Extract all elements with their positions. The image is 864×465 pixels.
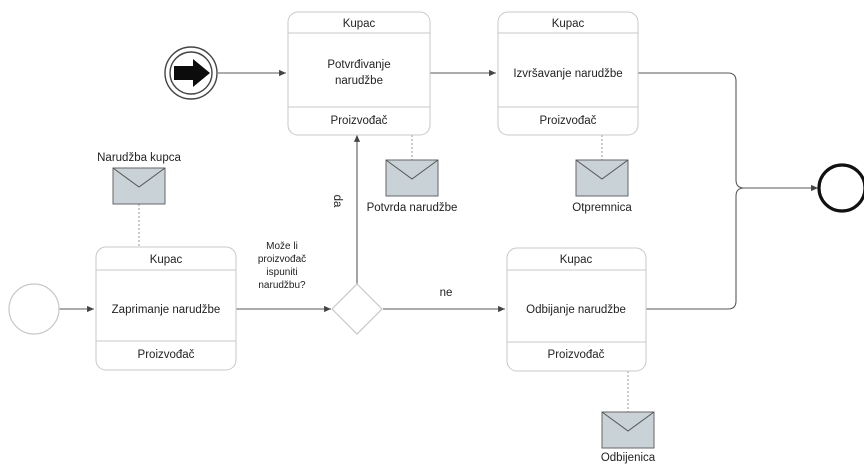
end-event[interactable] bbox=[817, 163, 864, 213]
exclusive-gateway[interactable] bbox=[331, 283, 383, 335]
message-otpremnica-label: Otpremnica bbox=[572, 202, 632, 214]
task-potvrdivanje-participant-top: Kupac bbox=[343, 18, 376, 30]
no-label: ne bbox=[440, 287, 453, 299]
gateway-question-line-3: ispuniti bbox=[266, 267, 297, 278]
envelope-icon bbox=[385, 159, 439, 197]
flow-odbijanje-to-end bbox=[646, 187, 745, 310]
gateway-question-line-4: narudžbu? bbox=[258, 280, 306, 291]
gateway-question-line-1: Može li bbox=[266, 241, 298, 252]
task-zaprimanje-participant-bottom: Proizvođač bbox=[138, 349, 195, 361]
message-narudzba-kupca[interactable]: Narudžba kupca bbox=[97, 152, 181, 205]
arrow-right-icon bbox=[174, 59, 210, 87]
task-potvrdivanje[interactable]: Kupac Potvrđivanje narudžbe Proizvođač bbox=[287, 11, 431, 136]
task-potvrdivanje-name-line-1: Potvrđivanje bbox=[327, 59, 390, 71]
task-zaprimanje-participant-top: Kupac bbox=[150, 254, 183, 266]
envelope-icon bbox=[601, 411, 655, 449]
intermediate-event[interactable] bbox=[164, 46, 218, 100]
gateway-question-line-2: proizvođač bbox=[258, 254, 306, 265]
task-izvrsavanje-name: Izvršavanje narudžbe bbox=[513, 68, 622, 80]
message-potvrda-narudzbe[interactable]: Potvrda narudžbe bbox=[367, 159, 458, 214]
task-izvrsavanje-participant-top: Kupac bbox=[552, 18, 585, 30]
flow-izvrsavanje-to-end bbox=[638, 72, 818, 192]
message-otpremnica[interactable]: Otpremnica bbox=[572, 159, 632, 214]
task-odbijanje-participant-top: Kupac bbox=[560, 254, 593, 266]
task-odbijanje-name: Odbijanje narudžbe bbox=[526, 304, 626, 316]
envelope-icon bbox=[112, 167, 166, 205]
task-izvrsavanje-participant-bottom: Proizvođač bbox=[540, 115, 597, 127]
sequence-flows bbox=[59, 69, 818, 313]
message-narudzba-kupca-label: Narudžba kupca bbox=[97, 152, 181, 164]
task-odbijanje[interactable]: Kupac Odbijanje narudžbe Proizvođač bbox=[506, 247, 647, 372]
message-potvrda-narudzbe-label: Potvrda narudžbe bbox=[367, 202, 458, 214]
message-odbijenica[interactable]: Odbijenica bbox=[601, 411, 656, 464]
task-zaprimanje-name: Zaprimanje narudžbe bbox=[112, 304, 221, 316]
message-associations bbox=[138, 135, 629, 412]
start-event[interactable] bbox=[8, 283, 60, 335]
task-izvrsavanje[interactable]: Kupac Izvršavanje narudžbe Proizvođač bbox=[497, 11, 639, 136]
task-potvrdivanje-participant-bottom: Proizvođač bbox=[331, 115, 388, 127]
yes-label: da bbox=[331, 195, 343, 208]
gateway-question: Može li proizvođač ispuniti narudžbu? bbox=[258, 241, 306, 291]
task-potvrdivanje-name-line-2: narudžbe bbox=[335, 75, 383, 87]
envelope-icon bbox=[575, 159, 629, 197]
task-odbijanje-participant-bottom: Proizvođač bbox=[548, 349, 605, 361]
task-zaprimanje[interactable]: Kupac Zaprimanje narudžbe Proizvođač bbox=[95, 246, 237, 371]
message-odbijenica-label: Odbijenica bbox=[601, 452, 656, 464]
